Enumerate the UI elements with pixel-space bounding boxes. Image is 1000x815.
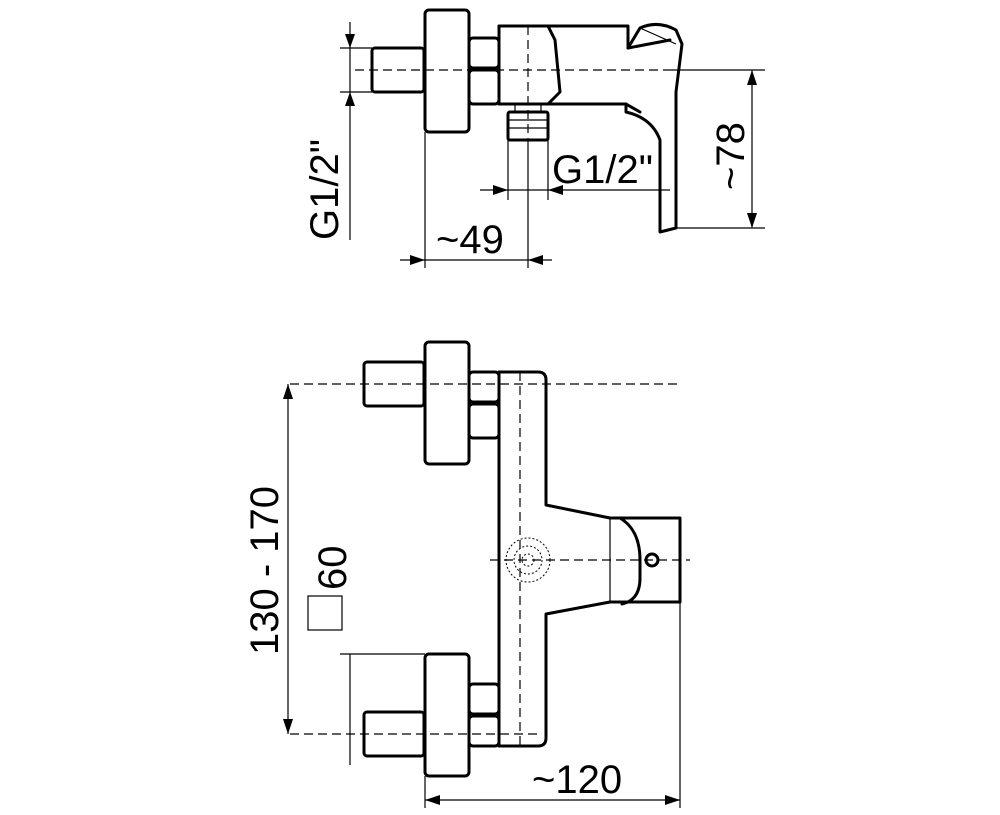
side-depth-arrow-right xyxy=(528,255,543,265)
front-square-symbol xyxy=(307,595,343,631)
front-centers-arrow-bot xyxy=(283,719,293,734)
front-lower-escutcheon xyxy=(423,652,471,778)
front-square-label: 60 xyxy=(311,546,355,591)
side-body xyxy=(497,24,562,106)
side-height-label: ~78 xyxy=(709,122,753,190)
front-lower-nut-a xyxy=(467,682,501,716)
front-lower-nut-b xyxy=(467,714,501,748)
side-thread-arrow-top xyxy=(345,34,355,48)
side-escutcheon xyxy=(423,8,471,134)
front-handle xyxy=(618,516,642,606)
side-thread-arrow-bot xyxy=(345,92,355,106)
side-outlet-arrow-right xyxy=(548,185,563,195)
front-width-arrow-left xyxy=(425,795,440,805)
side-depth-label: ~49 xyxy=(436,218,504,262)
side-outlet-arrow-left xyxy=(493,185,508,195)
side-depth-arrow-left xyxy=(410,255,425,265)
front-centers-label: 130 - 170 xyxy=(243,486,287,655)
side-outlet-label: G1/2" xyxy=(552,148,653,192)
front-body xyxy=(497,370,682,748)
side-lever-edge xyxy=(639,27,677,45)
side-view: G1/2" ~49 G1/2" ~78 xyxy=(303,8,765,268)
front-upper-nut-b xyxy=(467,402,501,440)
side-lever xyxy=(624,23,684,234)
front-upper-nut-a xyxy=(467,370,501,404)
front-upper-escutcheon xyxy=(423,340,471,466)
front-width-label: ~120 xyxy=(532,758,622,802)
side-thread-vertical-label: G1/2" xyxy=(303,139,347,240)
side-height-arrow-bot xyxy=(747,213,757,228)
front-centers-arrow-top xyxy=(283,384,293,399)
side-shell xyxy=(497,24,672,114)
side-height-arrow-top xyxy=(747,70,757,85)
front-width-arrow-right xyxy=(665,795,680,805)
front-outlet-inner xyxy=(513,545,543,575)
front-view: 130 - 170 60 ~120 xyxy=(243,340,690,808)
side-nut-upper xyxy=(467,36,501,70)
side-nut-lower xyxy=(467,68,501,106)
